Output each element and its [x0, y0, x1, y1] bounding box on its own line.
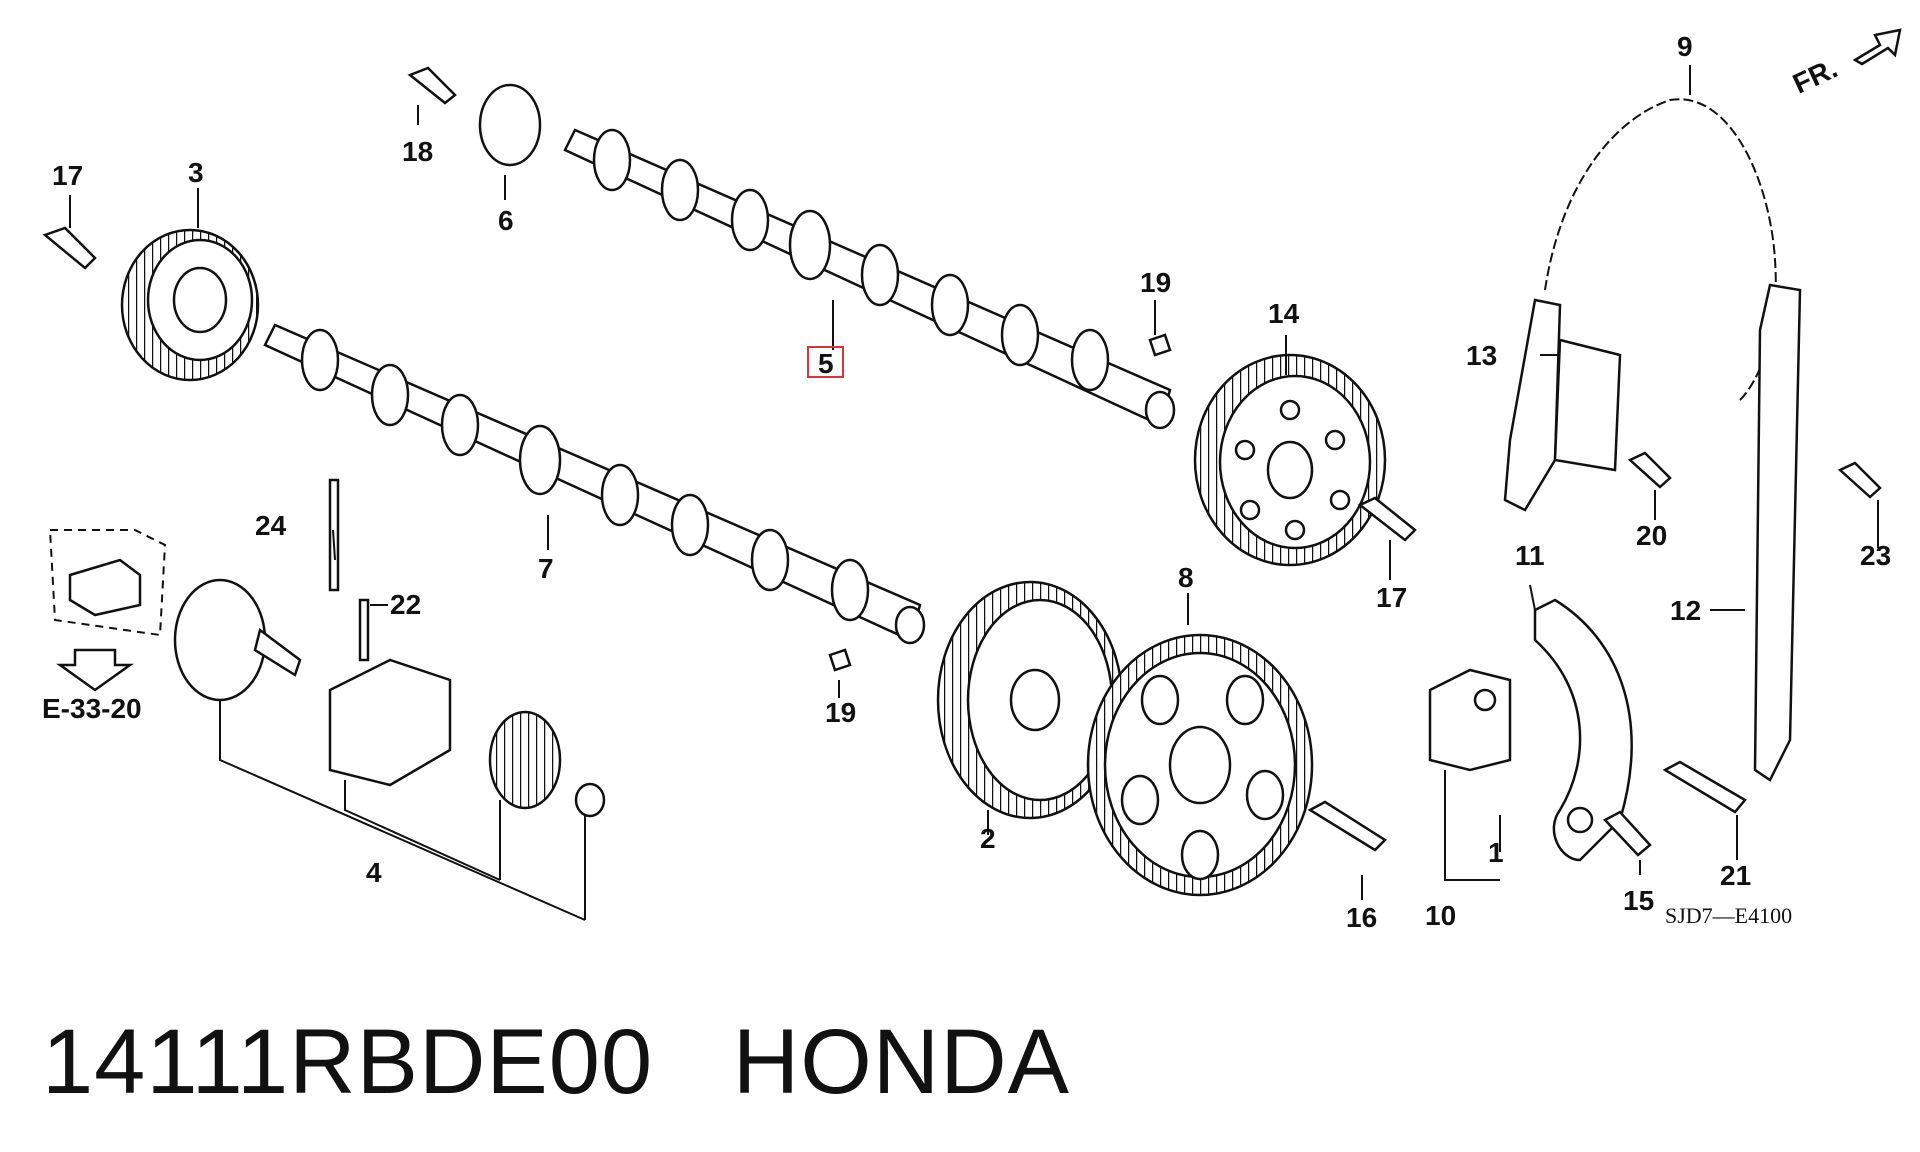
- leader-lines: [69, 65, 1879, 921]
- callout-8: 8: [1178, 562, 1194, 593]
- part-number-caption: 14111RBDE00 HONDA: [42, 1011, 1071, 1113]
- tensioner-arm-11: [1533, 598, 1633, 862]
- callout-9: 9: [1677, 31, 1693, 62]
- callout-15: 15: [1623, 885, 1654, 916]
- callout-12: 12: [1670, 595, 1701, 626]
- callout-13: 13: [1466, 340, 1497, 371]
- reference-box: [48, 529, 167, 692]
- lower-camshaft: [263, 323, 926, 645]
- callout-3: 3: [188, 157, 204, 188]
- callout-14: 14: [1268, 298, 1300, 329]
- gear-2: [936, 580, 1124, 820]
- front-marker-label: FR.: [1788, 52, 1842, 99]
- callout-7: 7: [538, 553, 554, 584]
- callout-19-lower: 19: [825, 697, 856, 728]
- front-direction-arrow: FR.: [1788, 28, 1902, 100]
- highlight-box: [807, 346, 844, 378]
- callout-17-left: 17: [52, 160, 83, 191]
- callout-21: 21: [1720, 860, 1751, 891]
- callout-5: 5: [818, 348, 834, 379]
- pump-assembly-4: [173, 578, 606, 818]
- callout-4: 4: [366, 857, 382, 888]
- callout-16: 16: [1346, 902, 1377, 933]
- tensioner-10: [1428, 668, 1512, 772]
- callout-23: 23: [1860, 540, 1891, 571]
- callout-11: 11: [1515, 540, 1545, 571]
- callout-17-right: 17: [1376, 582, 1407, 613]
- callout-10: 10: [1425, 900, 1456, 931]
- callout-22: 22: [390, 589, 421, 620]
- callout-6: 6: [498, 205, 514, 236]
- callout-24: 24: [255, 510, 287, 541]
- sprocket-8: [1086, 633, 1314, 897]
- gear-3: [120, 228, 260, 382]
- chain-guide-12: [1753, 283, 1802, 782]
- callout-1: 1: [1488, 837, 1504, 868]
- chain-guide-13: [1503, 298, 1622, 512]
- callout-20: 20: [1636, 520, 1667, 551]
- parts-diagram: FR. 1 2 3 4 5 6 7 8 9 10 11 12 13 14 15 …: [42, 28, 1902, 933]
- callout-2: 2: [980, 823, 996, 854]
- callout-labels: 1 2 3 4 5 6 7 8 9 10 11 12 13 14 15 16 1…: [42, 31, 1891, 933]
- upper-camshaft: [563, 128, 1176, 430]
- callout-19-upper: 19: [1140, 267, 1171, 298]
- reference-code: E-33-20: [42, 693, 142, 724]
- figure-code: SJD7—E4100: [1665, 903, 1792, 928]
- gear-14: [1193, 353, 1387, 567]
- callout-18: 18: [402, 136, 433, 167]
